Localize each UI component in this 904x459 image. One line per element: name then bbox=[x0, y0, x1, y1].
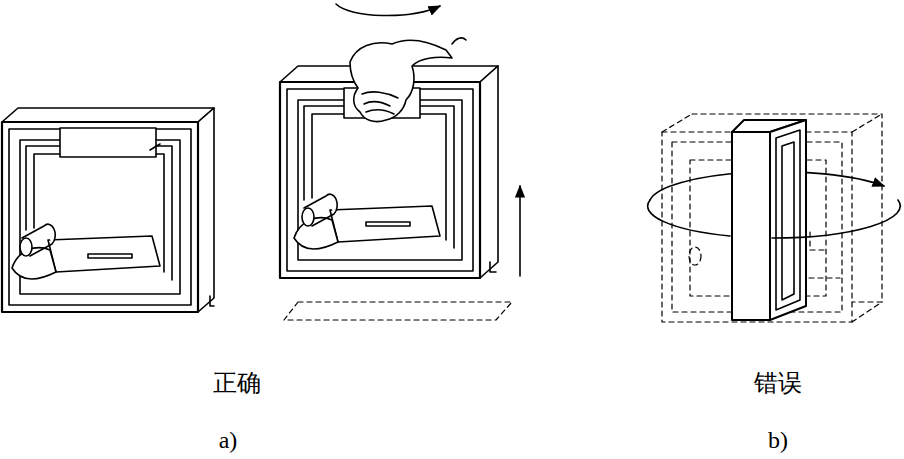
hand bbox=[350, 40, 452, 121]
bubble-vial bbox=[366, 222, 410, 226]
lift-arrow bbox=[519, 186, 521, 276]
base-notch bbox=[490, 262, 496, 272]
wrong-rotation bbox=[648, 114, 901, 322]
adjust-cap bbox=[294, 218, 338, 249]
caption-label: 正确 bbox=[213, 370, 261, 396]
bubble-vial bbox=[88, 254, 132, 258]
rotate-arrow bbox=[336, 4, 440, 16]
ghost-depth bbox=[662, 114, 882, 322]
base-notch bbox=[210, 296, 214, 306]
top-vial-block bbox=[60, 128, 156, 157]
subfigure-label: b) bbox=[768, 427, 788, 453]
rotate-path-front bbox=[648, 200, 901, 238]
adjust-cap bbox=[12, 248, 56, 279]
ghost-level bbox=[662, 114, 882, 322]
cylinder-end bbox=[20, 238, 32, 256]
frame-level bbox=[2, 108, 214, 312]
level-front-face bbox=[2, 122, 198, 312]
ghost-front bbox=[662, 132, 852, 322]
subfigure-label: a) bbox=[219, 427, 238, 453]
level-channel bbox=[34, 154, 164, 272]
main-vial-base bbox=[48, 236, 160, 272]
level-top-face bbox=[2, 108, 214, 122]
slab-side bbox=[770, 120, 806, 320]
level-side-face bbox=[198, 108, 214, 312]
frame-level-lifted bbox=[280, 4, 520, 320]
wrist bbox=[452, 38, 466, 44]
base-surface bbox=[284, 302, 512, 320]
slab-window bbox=[782, 142, 794, 300]
block-bevel bbox=[150, 144, 160, 150]
slab-inner bbox=[776, 130, 800, 310]
caption-label: 错误 bbox=[754, 370, 802, 396]
finger-lines bbox=[362, 92, 398, 114]
level-frame-edge bbox=[9, 129, 191, 305]
slab-front bbox=[732, 132, 770, 320]
main-vial-base bbox=[330, 206, 440, 242]
cylinder-end bbox=[302, 208, 314, 226]
ghost-cylinder bbox=[689, 247, 701, 265]
level-side-face bbox=[480, 66, 498, 278]
